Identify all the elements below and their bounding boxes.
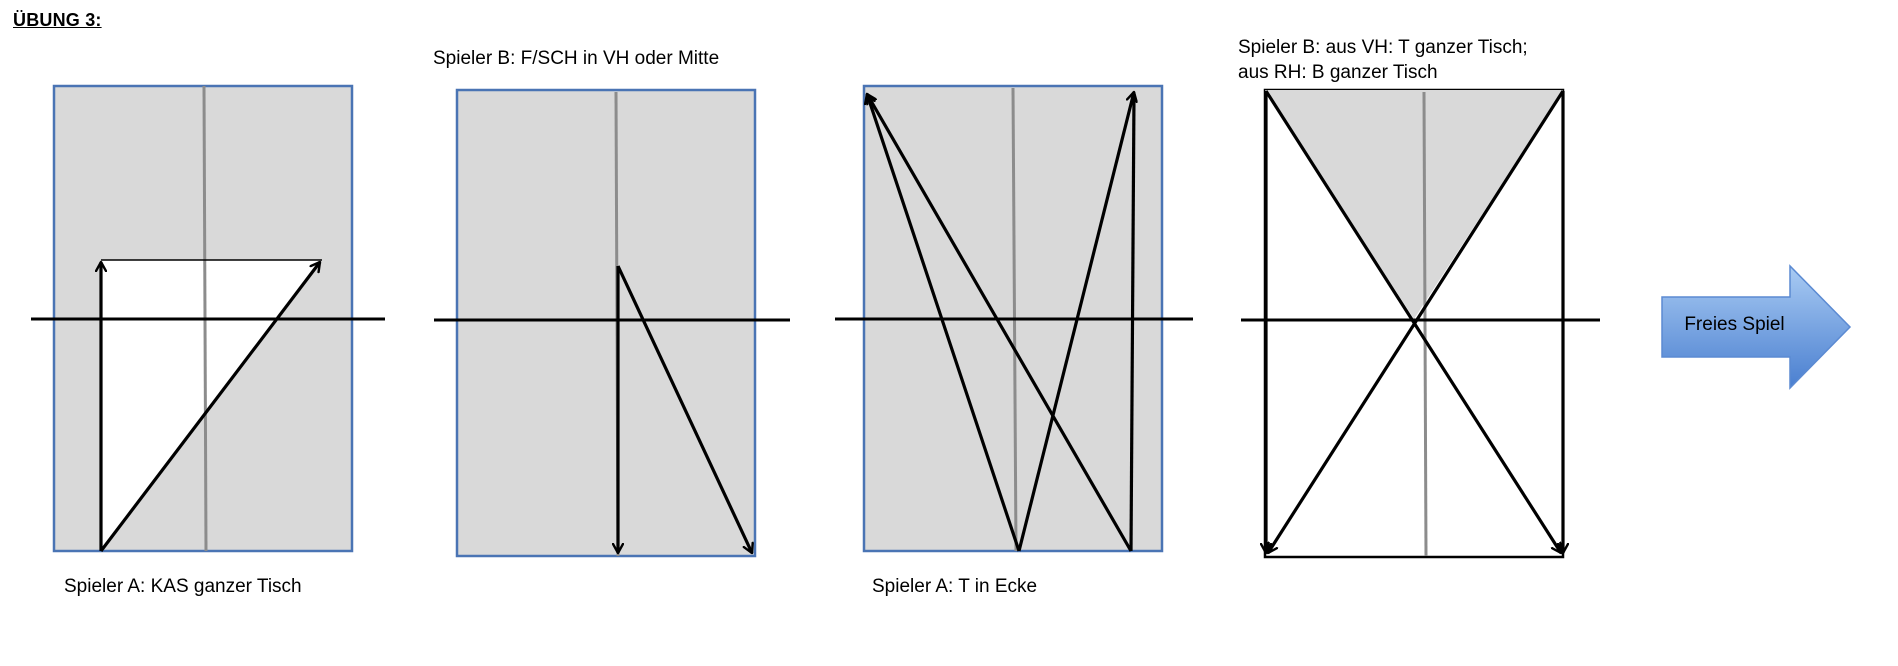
caption-spieler-a-kas: Spieler A: KAS ganzer Tisch — [64, 576, 302, 597]
table-surface — [455, 88, 757, 558]
table-panel-3 — [835, 84, 1193, 553]
arrow-to-left-corner-2 — [865, 94, 1133, 552]
arrow-diagonal — [99, 262, 322, 552]
caption-line-1: Spieler B: aus VH: T ganzer Tisch; — [1238, 37, 1528, 58]
shaded-zone — [1265, 90, 1563, 319]
freies-spiel-arrow-shape[interactable] — [1661, 264, 1852, 390]
table-panel-2 — [434, 88, 790, 558]
caption-line-2: aus RH: B ganzer Tisch — [1238, 62, 1438, 83]
exercise-title: ÜBUNG 3: — [13, 10, 102, 30]
caption-spieler-b-fsch: Spieler B: F/SCH in VH oder Mitte — [433, 48, 720, 69]
caption-spieler-b-vh-rh: Spieler B: aus VH: T ganzer Tisch; aus R… — [1238, 35, 1528, 85]
center-line — [1422, 91, 1428, 557]
table-panel-1 — [31, 84, 385, 553]
freies-spiel-button[interactable]: Freies Spiel — [1684, 314, 1785, 335]
arrow-to-right-corner — [1017, 92, 1134, 552]
caption-spieler-a-t-ecke: Spieler A: T in Ecke — [872, 576, 1038, 597]
line-right-vertical — [1129, 93, 1136, 552]
arrow-diagonal-down — [616, 265, 752, 553]
arrow-diagonal-lr — [1264, 90, 1563, 553]
table-panel-4 — [1241, 88, 1600, 559]
arrow-diagonal-rl — [1266, 90, 1565, 553]
arrow-to-left-corner-1 — [867, 94, 1021, 552]
